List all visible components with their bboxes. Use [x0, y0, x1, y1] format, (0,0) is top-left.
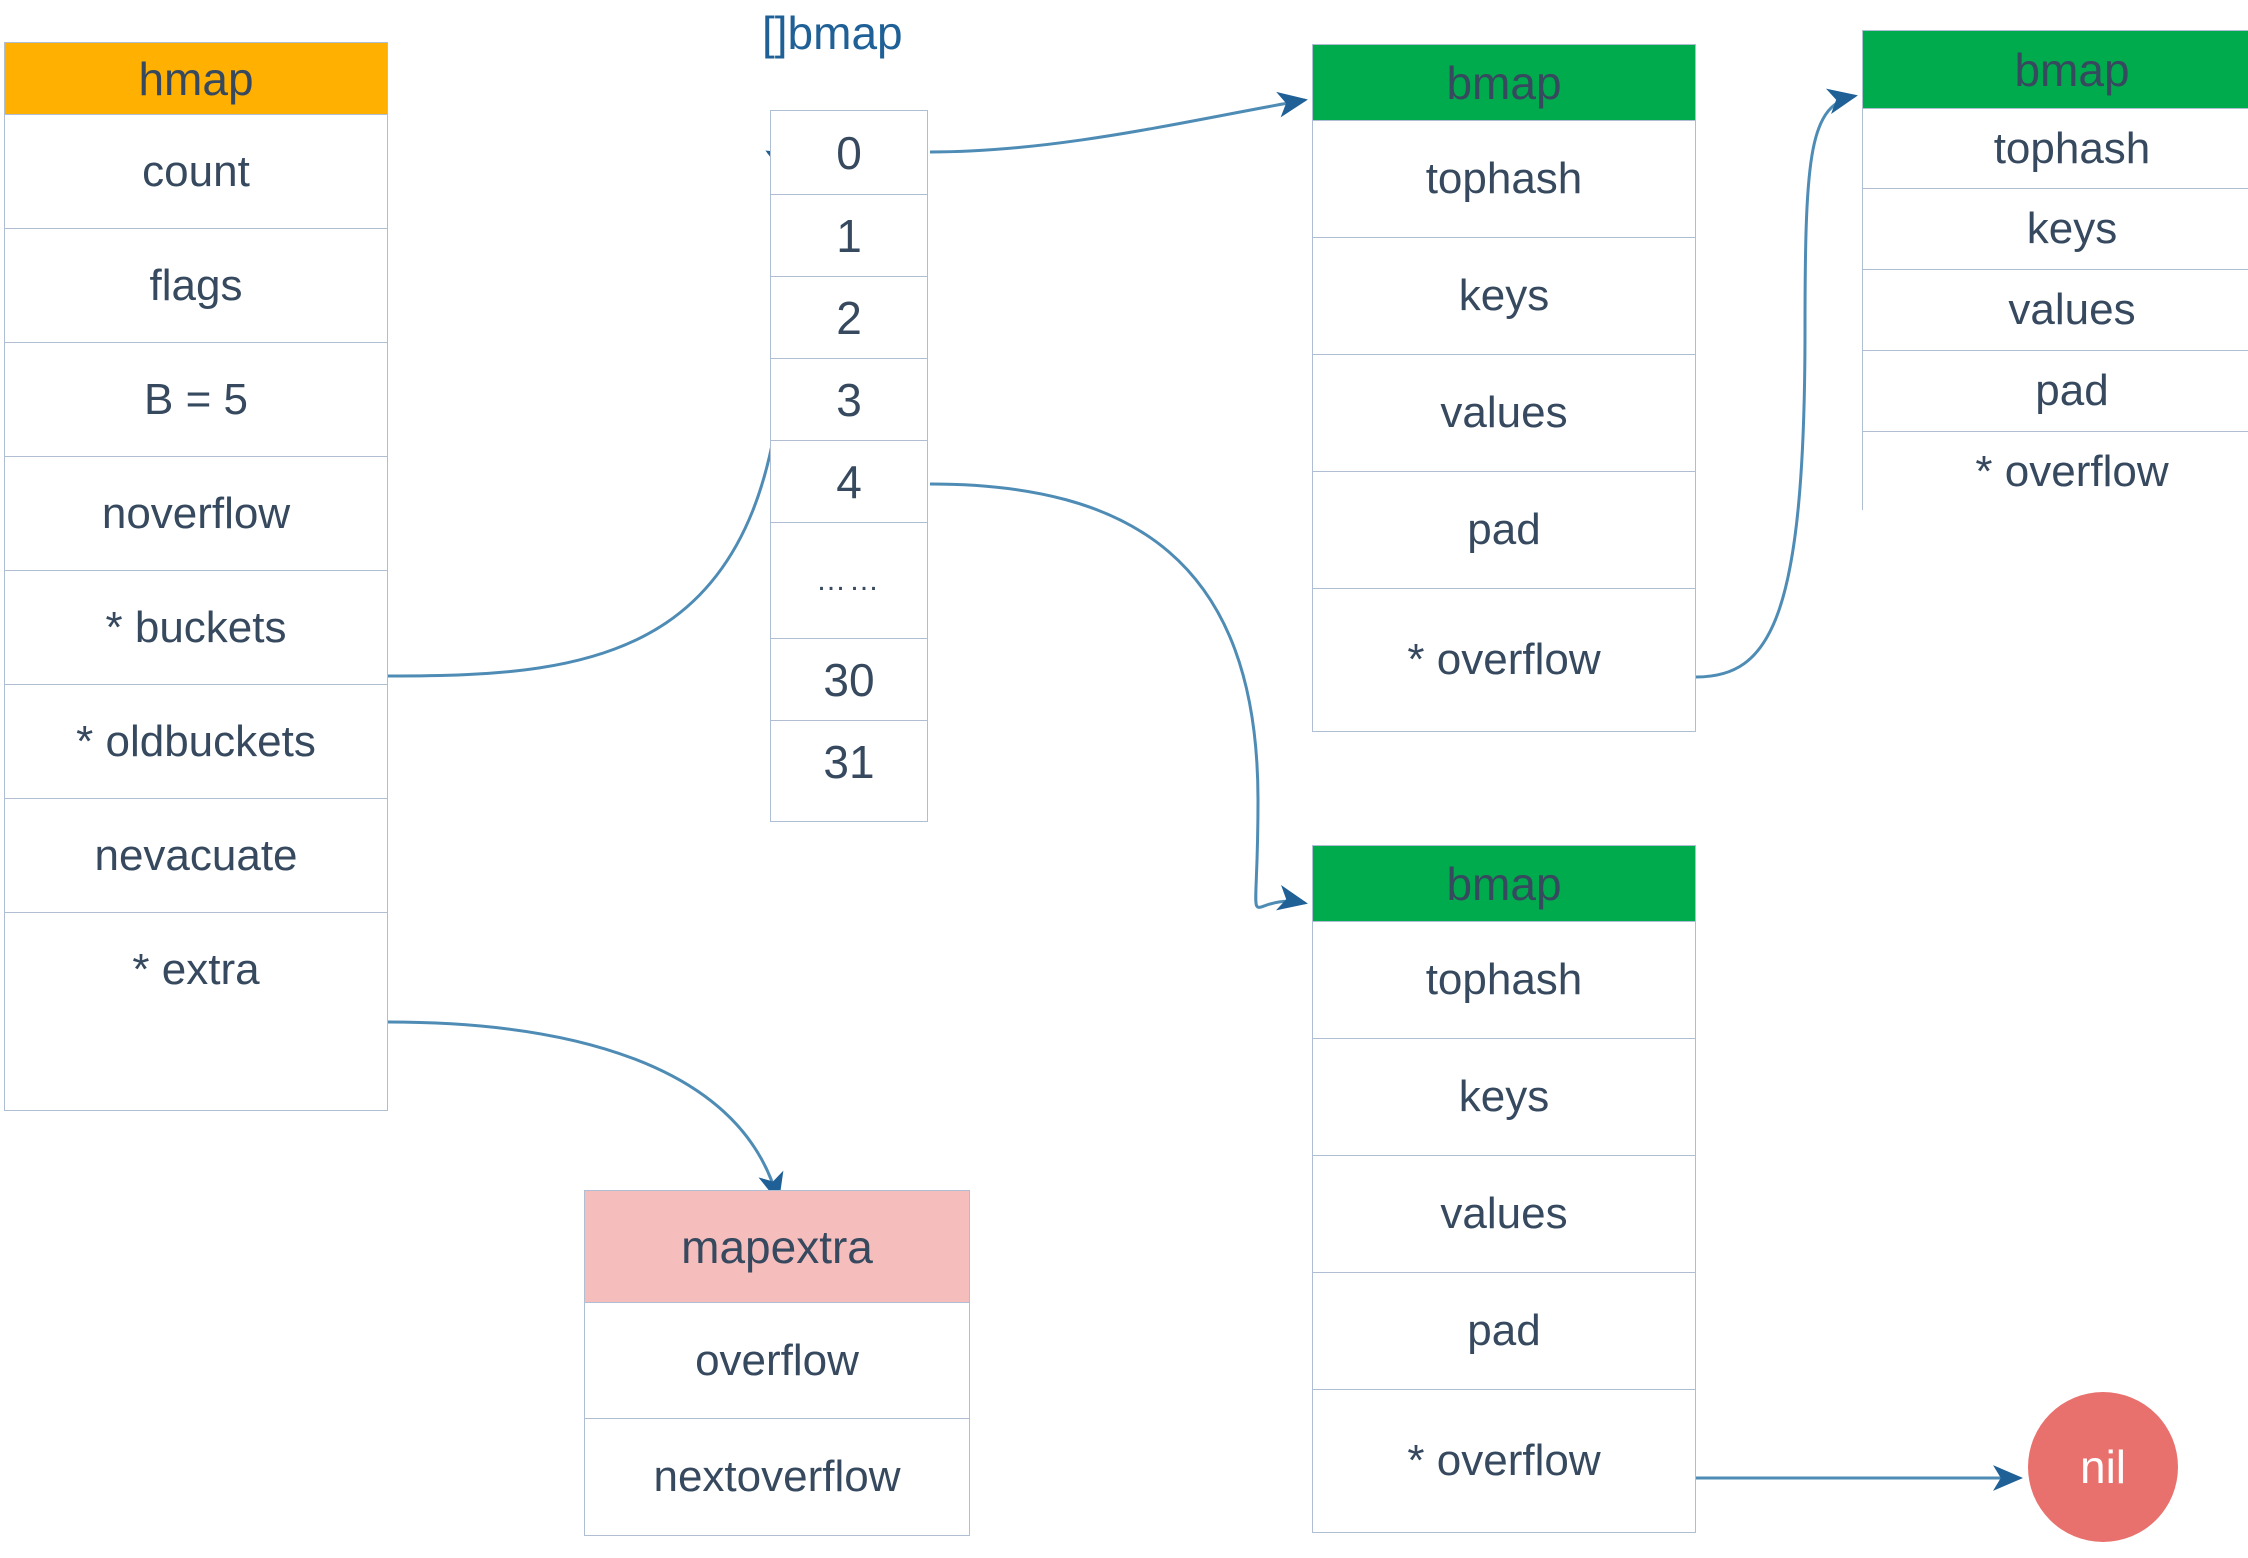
mapextra-field-nextoverflow: nextoverflow [585, 1419, 969, 1535]
bmap-top-left-field-pad: pad [1313, 472, 1695, 589]
bmap-top-right-header: bmap [1863, 31, 2248, 109]
bmap-top-left-field-keys: keys [1313, 238, 1695, 355]
bmap-array-index-0: 0 [771, 111, 927, 195]
bmap-top-right-field-pad: pad [1863, 351, 2248, 432]
bmap-top-left-field-values: values [1313, 355, 1695, 472]
bmap-array-index-30: 30 [771, 639, 927, 721]
bmap-top-left-struct: bmap tophash keys values pad * overflow [1312, 44, 1696, 732]
hmap-field-nevacuate: nevacuate [5, 799, 387, 913]
bmap-array-index-31: 31 [771, 721, 927, 803]
bmap-bottom-field-values: values [1313, 1156, 1695, 1273]
edge-extra-to-mapextra [387, 1020, 784, 1203]
hmap-field-oldbuckets: * oldbuckets [5, 685, 387, 799]
bmap-bottom-struct: bmap tophash keys values pad * overflow [1312, 845, 1696, 1533]
mapextra-header: mapextra [585, 1191, 969, 1303]
bmap-top-right-field-keys: keys [1863, 189, 2248, 270]
hmap-field-noverflow: noverflow [5, 457, 387, 571]
bmap-bottom-field-overflow: * overflow [1313, 1390, 1695, 1532]
bmap-bottom-header: bmap [1313, 846, 1695, 922]
bmap-array-index-3: 3 [771, 359, 927, 441]
hmap-header: hmap [5, 43, 387, 115]
bmap-bottom-field-tophash: tophash [1313, 922, 1695, 1039]
bmap-top-right-field-overflow: * overflow [1863, 432, 2248, 511]
hmap-field-b: B = 5 [5, 343, 387, 457]
hmap-struct: hmap count flags B = 5 noverflow * bucke… [4, 42, 388, 1111]
bmap-bottom-field-keys: keys [1313, 1039, 1695, 1156]
mapextra-struct: mapextra overflow nextoverflow [584, 1190, 970, 1536]
bmap-top-left-field-tophash: tophash [1313, 121, 1695, 238]
hmap-field-count: count [5, 115, 387, 229]
edge-overflow-to-bmap-top-right [1695, 88, 1858, 679]
edge-bucket4-to-bmap-bottom [929, 482, 1308, 911]
hmap-field-flags: flags [5, 229, 387, 343]
bmap-top-left-header: bmap [1313, 45, 1695, 121]
bmap-array-index-4: 4 [771, 441, 927, 523]
bmap-top-right-field-tophash: tophash [1863, 109, 2248, 189]
edge-buckets-to-bmaparray [387, 150, 798, 678]
nil-label: nil [2079, 1441, 2127, 1493]
bmap-array-struct: 0 1 2 3 4 …… 30 31 [770, 110, 928, 822]
hmap-field-extra: * extra [5, 913, 387, 1027]
bmap-array-title: []bmap [762, 7, 903, 59]
edge-bucket0-to-bmap-top-left [929, 91, 1308, 154]
bmap-top-right-struct: bmap tophash keys values pad * overflow [1862, 30, 2248, 511]
bmap-bottom-field-pad: pad [1313, 1273, 1695, 1390]
bmap-top-right-field-values: values [1863, 270, 2248, 351]
mapextra-field-overflow: overflow [585, 1303, 969, 1419]
bmap-top-left-field-overflow: * overflow [1313, 589, 1695, 731]
bmap-array-index-2: 2 [771, 277, 927, 359]
bmap-array-index-1: 1 [771, 195, 927, 277]
bmap-array-index-ellipsis: …… [771, 523, 927, 639]
nil-node: nil [2028, 1392, 2178, 1542]
hmap-field-buckets: * buckets [5, 571, 387, 685]
